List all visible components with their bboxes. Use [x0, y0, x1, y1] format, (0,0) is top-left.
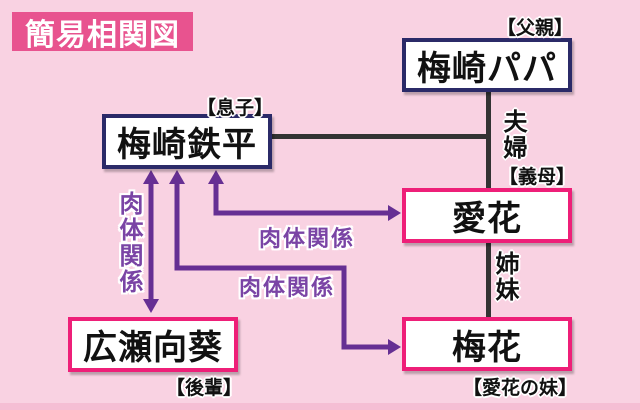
node-baika: 梅花 — [402, 317, 572, 371]
edge-label-physical-baika: 肉体関係 — [239, 276, 336, 301]
role-label-stepmother: 【義母】 — [498, 166, 575, 188]
role-label-son: 【息子】 — [196, 97, 273, 119]
family-line-couple — [486, 92, 491, 188]
arrowhead-into-aika — [388, 205, 401, 221]
node-umezaki-teppei: 梅崎鉄平 — [102, 114, 272, 169]
role-label-junior: 【後輩】 — [165, 377, 242, 399]
arrowhead-up-baika-line — [169, 170, 185, 184]
node-hirose-mukai: 広瀬向葵 — [68, 317, 238, 372]
arrowhead-up-mukai-line — [143, 170, 159, 184]
node-aika: 愛花 — [402, 188, 572, 243]
arrowhead-into-baika — [388, 339, 401, 355]
family-line-teppei-branch — [270, 134, 488, 139]
edge-label-physical-aika: 肉体関係 — [259, 227, 356, 252]
arrowhead-down-mukai-line — [143, 299, 159, 313]
bottom-edge-band — [0, 403, 640, 410]
diagram-title: 簡易相関図 — [12, 12, 193, 53]
family-line-sisters — [486, 243, 491, 317]
role-label-aika-sister: 【愛花の妹】 — [462, 377, 577, 399]
arrowhead-up-aika-line — [208, 170, 224, 184]
node-umezaki-papa: 梅崎パパ — [402, 38, 572, 92]
edge-label-sisters: 姉妹 — [491, 251, 520, 303]
edge-label-physical-mukai: 肉体関係 — [115, 191, 143, 295]
role-label-father: 【父親】 — [496, 17, 573, 39]
edge-label-couple: 夫婦 — [499, 109, 528, 161]
arrow-teppei-aika-shaft — [213, 182, 390, 216]
